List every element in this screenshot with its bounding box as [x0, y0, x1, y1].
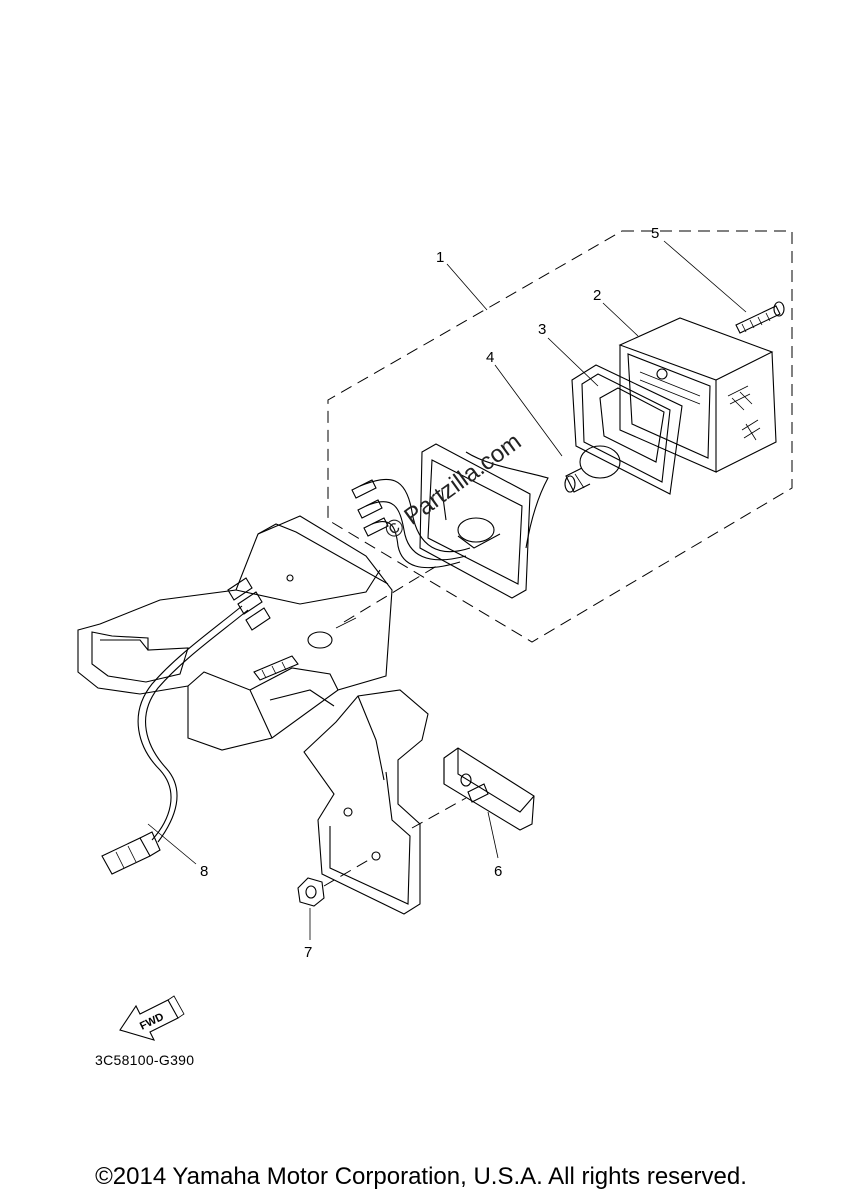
forward-arrow-icon: FWD [119, 995, 185, 1041]
diagram-code: 3C58100-G390 [95, 1052, 195, 1068]
assembly-boundary [327, 230, 793, 643]
bulb-part [564, 445, 621, 493]
callout-4: 4 [486, 349, 494, 366]
leader-lines [147, 240, 747, 940]
screw-part [735, 301, 785, 334]
plate-bracket [303, 689, 429, 915]
callout-6: 6 [494, 863, 502, 880]
callout-3: 3 [538, 321, 546, 338]
lens-part [618, 317, 777, 473]
wire-harness-part [101, 577, 271, 875]
callout-8: 8 [200, 863, 208, 880]
fender-bracket [77, 515, 441, 751]
gasket-part [571, 364, 683, 495]
lamp-housing-part [351, 443, 549, 599]
callout-1: 1 [436, 249, 444, 266]
callout-7: 7 [304, 944, 312, 961]
nut-part [297, 857, 373, 907]
copyright-notice: ©2014 Yamaha Motor Corporation, U.S.A. A… [95, 1163, 747, 1190]
callout-5: 5 [651, 225, 659, 242]
callout-2: 2 [593, 287, 601, 304]
fwd-label: FWD [138, 1011, 166, 1033]
reflector-part [411, 747, 535, 831]
